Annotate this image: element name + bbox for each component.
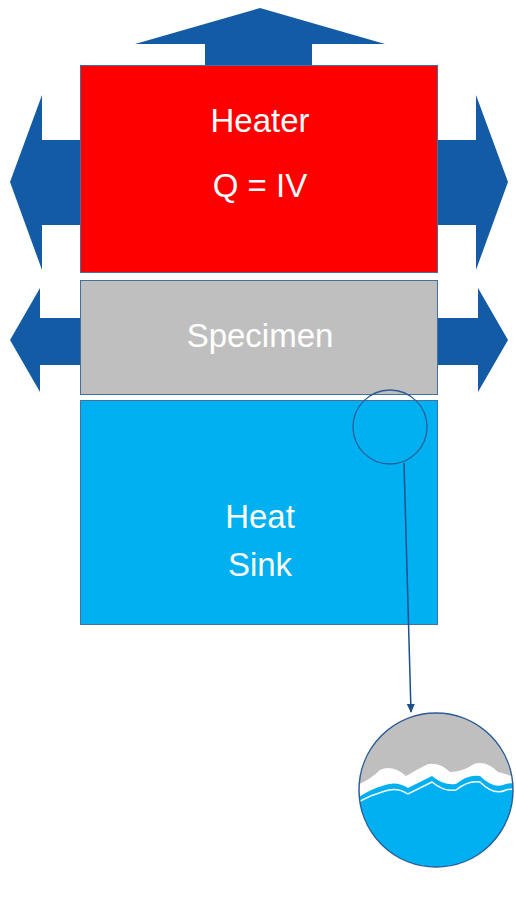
box-label: Heat Sink [225, 493, 295, 589]
box-label: Specimen [187, 312, 334, 360]
specimen-box: Specimen [80, 280, 438, 395]
contact-gap [355, 710, 516, 875]
left-heat-arrow [10, 95, 80, 270]
right-heat-arrow [438, 288, 508, 392]
box-formula: Q = IV [213, 162, 307, 210]
zoom-view-circle [359, 713, 513, 867]
left-heat-arrow [10, 288, 80, 392]
heat-sink-box: Heat Sink [80, 400, 438, 625]
heater-box: Heater Q = IV [80, 65, 438, 273]
zoom-region-circle [353, 390, 427, 464]
upward-heat-arrow [135, 8, 385, 65]
magnified-contact-view [355, 705, 516, 875]
right-heat-arrow [438, 95, 508, 270]
sink-surface-edge [355, 782, 516, 804]
zoom-leader-arrow [404, 463, 411, 712]
specimen-rough-surface [355, 705, 516, 786]
sink-rough-surface [355, 776, 516, 875]
box-label: Heater [210, 97, 309, 145]
